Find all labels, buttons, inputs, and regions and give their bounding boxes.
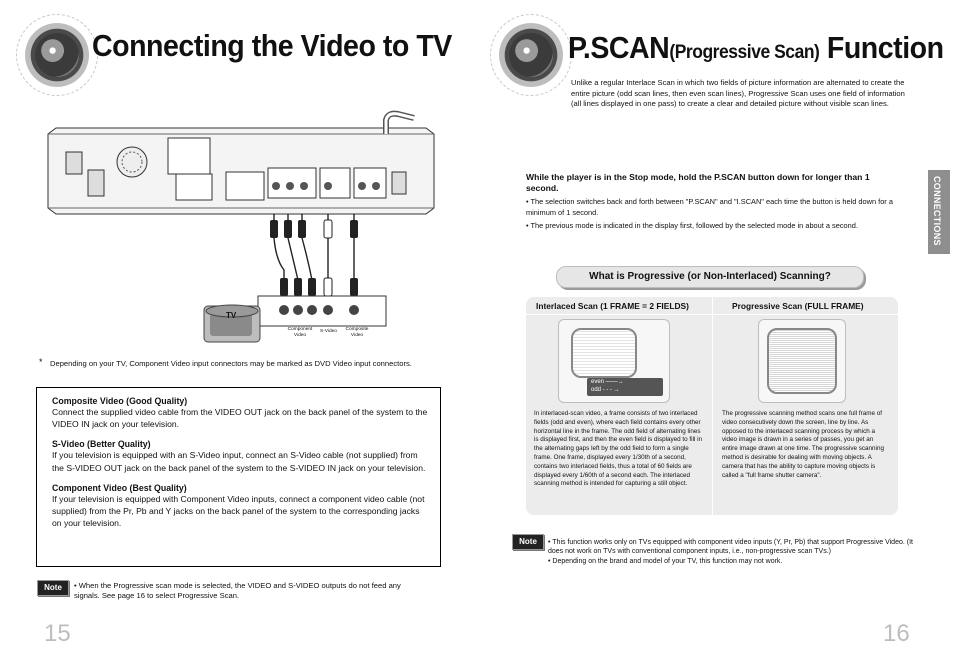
footnote: Depending on your TV, Component Video in… <box>50 359 412 368</box>
bullet-1: • The selection switches back and forth … <box>526 197 893 217</box>
connector-label-svideo: S-Video <box>320 329 337 334</box>
question-pill: What is Progressive (or Non-Interlaced) … <box>556 266 864 288</box>
interlaced-screen: even ——→ odd - - - → <box>558 319 670 403</box>
speaker-graphic-right <box>490 14 572 96</box>
receiver-back-panel <box>47 127 435 215</box>
section-text-composite: Connect the supplied video cable from th… <box>52 407 428 430</box>
title-progressive-scan: (Progressive Scan) <box>669 42 820 63</box>
progressive-description: The progressive scanning method scans on… <box>722 410 884 479</box>
note-line-2: • Depending on the brand and model of yo… <box>548 558 783 565</box>
section-heading-composite: Composite Video (Good Quality) <box>52 396 188 406</box>
tv-illustration <box>203 304 261 343</box>
progressive-crt <box>767 328 837 394</box>
page-title-right: P.SCAN(Progressive Scan) Function <box>568 30 944 66</box>
progressive-screen <box>758 319 846 403</box>
page-number-right: 16 <box>883 620 910 647</box>
section-heading-component: Component Video (Best Quality) <box>52 482 187 493</box>
note-badge-left: Note <box>37 580 69 596</box>
instruction-heading: While the player is in the Stop mode, ho… <box>526 172 870 193</box>
interlaced-crt <box>571 328 637 378</box>
note-text-left: • When the Progressive scan mode is sele… <box>74 581 401 600</box>
side-tab-label: CONNECTIONS <box>932 176 942 246</box>
speaker-graphic-left <box>16 14 98 96</box>
interlaced-heading: Interlaced Scan (1 FRAME = 2 FIELDS) <box>536 301 689 311</box>
video-quality-box: Composite Video (Good Quality) Connect t… <box>36 387 441 567</box>
section-text-svideo: If you television is equipped with an S-… <box>52 450 426 473</box>
page-title-left: Connecting the Video to TV <box>92 28 452 63</box>
footnote-mark: * <box>39 357 43 367</box>
odd-label: odd <box>591 387 602 393</box>
bullet-2: • The previous mode is indicated in the … <box>526 221 858 230</box>
connections-side-tab: CONNECTIONS <box>928 170 950 254</box>
connector-label-component: Component Video <box>287 327 313 338</box>
page-number-left: 15 <box>44 620 71 647</box>
scan-comparison-panel: Interlaced Scan (1 FRAME = 2 FIELDS) Pro… <box>526 297 898 515</box>
section-text-component: If your television is equipped with Comp… <box>52 493 425 529</box>
note-badge-right: Note <box>512 534 544 550</box>
even-label: even <box>591 379 605 385</box>
even-odd-legend: even ——→ odd - - - → <box>587 378 663 396</box>
interlaced-description: In interlaced-scan video, a frame consis… <box>534 410 703 488</box>
progressive-heading: Progressive Scan (FULL FRAME) <box>732 301 864 311</box>
intro-paragraph: Unlike a regular Interlace Scan in which… <box>571 78 905 109</box>
title-pscan: P.SCAN <box>568 30 670 65</box>
connection-diagram <box>47 110 435 343</box>
tv-label: TV <box>226 311 237 320</box>
note-line-1: • This function works only on TVs equipp… <box>548 539 913 555</box>
connector-label-composite: Composite Video <box>345 327 369 338</box>
title-function: Function <box>819 30 944 65</box>
section-heading-svideo: S-Video (Better Quality) <box>52 439 151 450</box>
